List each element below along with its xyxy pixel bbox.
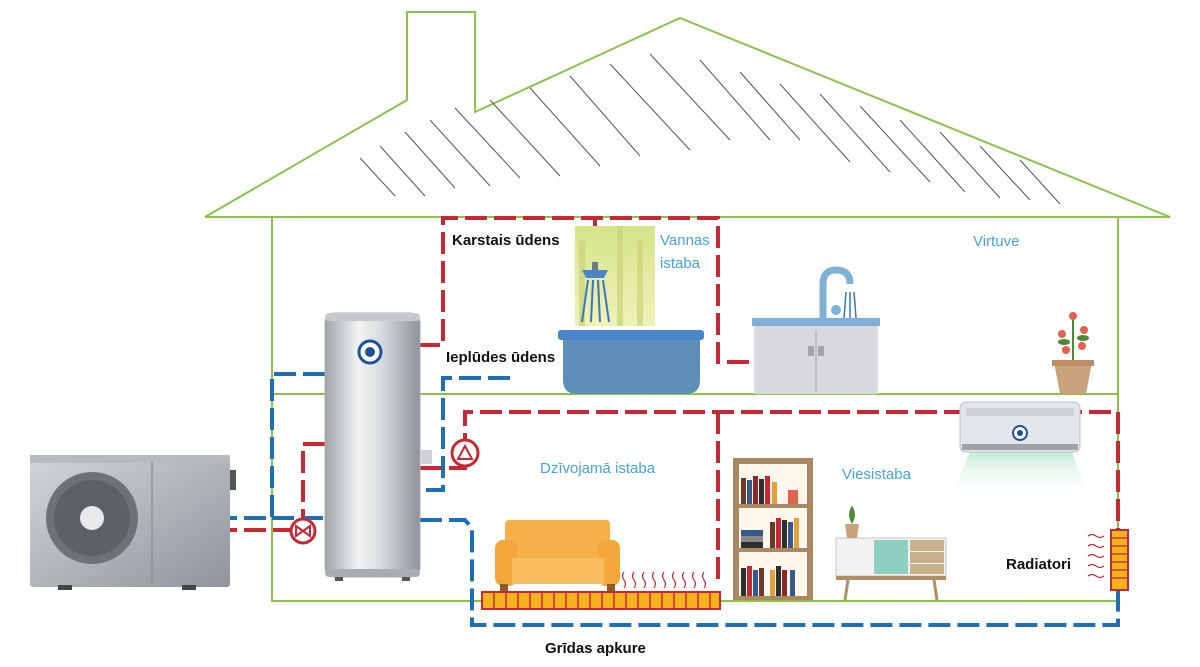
heat-pump-icon [30,455,236,590]
room-label-guest-room: Viesistaba [842,466,911,483]
hot-water-label: Karstais ūdens [452,232,560,249]
shower-icon [581,262,610,323]
floor-heating-icon [481,571,721,610]
air-conditioner-icon [950,401,1090,500]
radiators-label: Radiatori [1006,556,1072,573]
sideboard-icon [835,506,947,601]
circulation-pump-icon [450,438,480,468]
three-way-valve-icon [289,512,317,545]
cold-pipes [230,372,1120,627]
bathtub-icon [558,226,704,394]
inlet-water-label: Ieplūdes ūdens [446,349,556,366]
floor-heating-label: Grīdas apkure [545,640,646,657]
room-label-bathroom-line2: istaba [660,255,701,272]
room-label-kitchen: Virtuve [973,233,1020,250]
kitchen-counter-icon [752,318,880,394]
faucet-icon [819,266,857,319]
plant-pot-icon [1052,312,1094,394]
bookshelf-icon [733,458,813,600]
roof-hatching [359,53,1061,205]
room-label-bathroom-line1: Vannas [660,232,710,249]
room-label-living-room: Dzīvojamā istaba [540,460,656,477]
radiator-icon [1087,529,1129,591]
water-tank-icon [324,312,432,581]
sofa-icon [495,520,620,592]
